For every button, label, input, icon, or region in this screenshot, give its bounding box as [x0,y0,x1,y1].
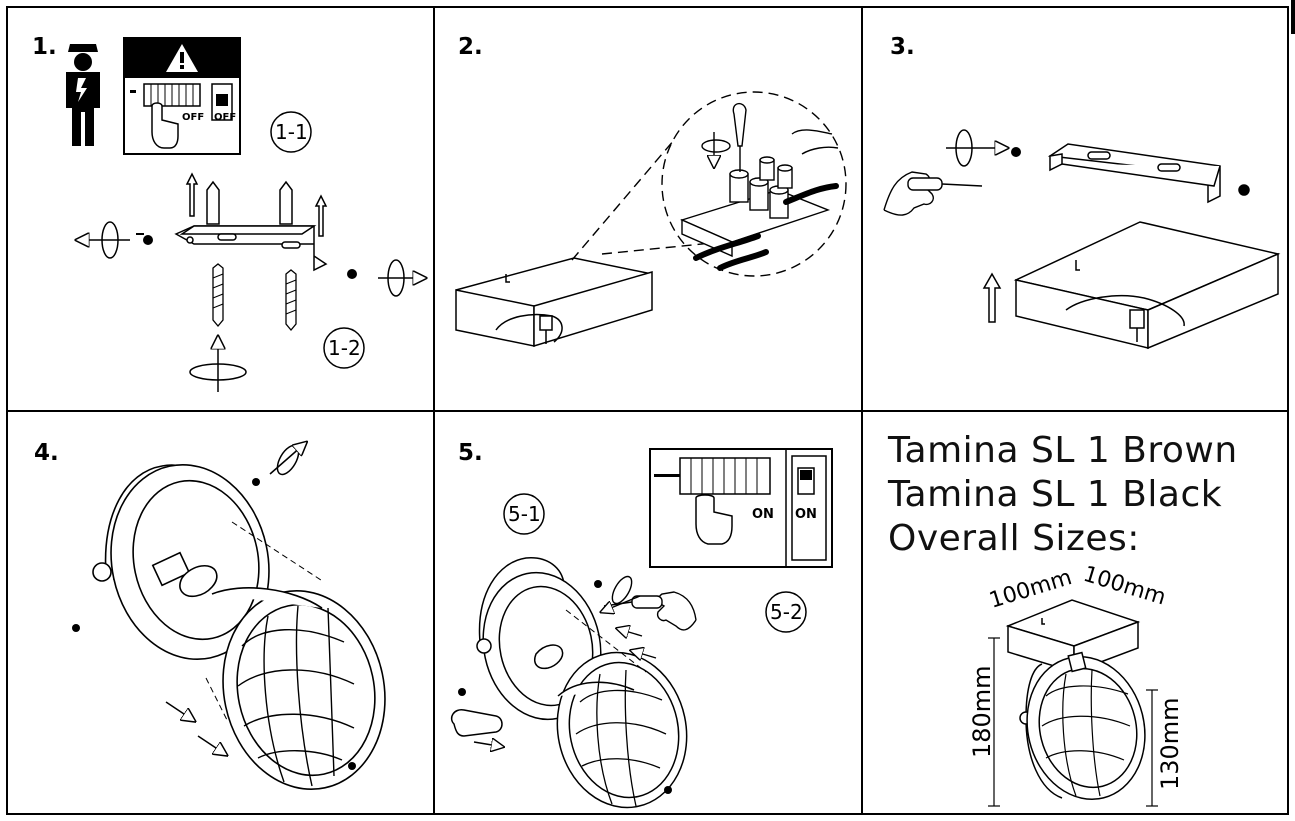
ceiling-canopy-icon [455,257,653,348]
breaker-box-off-icon: OFF OFF [123,37,241,155]
product-dimension-drawing [1005,599,1146,801]
callout-1-2: 1-2 [328,336,361,360]
magnifier-callout [571,91,847,277]
callout-circle-1-1 [270,111,312,153]
screw-icon [664,786,672,794]
step-number-1: 1. [32,34,57,60]
push-up-arrow-icon [982,272,1002,323]
panel-step-4: 4. [34,440,386,791]
mounting-bracket-icon [1047,143,1250,204]
step-number-3: 3. [890,34,915,60]
screw-icon [82,221,420,297]
panel-step-2: 2. [455,34,847,348]
dimension-height-total: 180mm [968,665,996,758]
wall-plug-icon [185,172,328,237]
callout-1-1: 1-1 [275,120,308,144]
ceiling-canopy-icon [1013,221,1281,350]
page-edge-mark [1291,0,1295,34]
callout-circle-5-2 [765,591,807,633]
slide-arrow-icon [165,701,222,752]
screw-icon [72,624,80,632]
wood-screw-icon [212,263,297,332]
panel-grid [6,6,1289,815]
dimension-lines [988,637,1158,807]
dimension-height-head: 130mm [1156,697,1184,790]
panel-overall-sizes: 100mm 100mm 180mm 130mm [968,562,1184,807]
grille-icon [1041,669,1131,797]
instruction-sheet: 1. OFF OFF [6,6,1289,815]
grille-icon [237,605,355,787]
rotate-up-arrow-icon [189,342,247,392]
callout-5-1: 5-1 [508,502,541,526]
callout-circle-5-1 [503,493,545,535]
panel-step-5: 5. 5-1 ON ON 5-2 [450,440,833,809]
terminal-block-icon [680,103,839,258]
electrician-icon [66,44,100,146]
screw-icon [348,762,356,770]
panel-step-1: 1. OFF OFF [32,34,420,392]
switch-label-off-2: OFF [214,112,236,123]
overall-sizes-heading: Overall Sizes: [888,518,1140,559]
step-number-2: 2. [458,34,483,60]
rotate-arrow-icon [252,442,303,486]
callout-circle-1-2 [323,327,365,369]
step-number-4: 4. [34,440,59,466]
spotlight-head-icon [92,463,386,791]
callout-5-2: 5-2 [770,600,803,624]
screwdriver-hand-icon [603,591,697,631]
screw-icon [458,688,466,696]
rotate-arrow-icon [594,575,641,610]
switch-label-off-1: OFF [182,112,204,123]
guide-line [565,609,647,673]
breaker-box-on-icon: ON ON [649,448,833,568]
rotate-arrow-icon [946,129,1021,167]
dimension-width-b: 100mm [1080,562,1168,611]
cable-icon [693,183,839,271]
switch-label-on-2: ON [795,507,817,522]
slide-arrow-icon [473,630,657,746]
grille-icon [575,669,667,807]
screwdriver-hand-icon [883,171,983,216]
panel-step-3: 3. [883,34,1281,350]
guide-line [205,521,325,723]
product-title-black: Tamina SL 1 Black [888,474,1223,515]
switch-label-on-1: ON [752,507,774,522]
mounting-bracket-icon [174,225,328,272]
rotate-arrow-icon [701,132,731,162]
step-number-5: 5. [458,440,483,466]
product-title-brown: Tamina SL 1 Brown [888,430,1238,471]
instruction-grid: 1. OFF OFF [6,6,1289,815]
